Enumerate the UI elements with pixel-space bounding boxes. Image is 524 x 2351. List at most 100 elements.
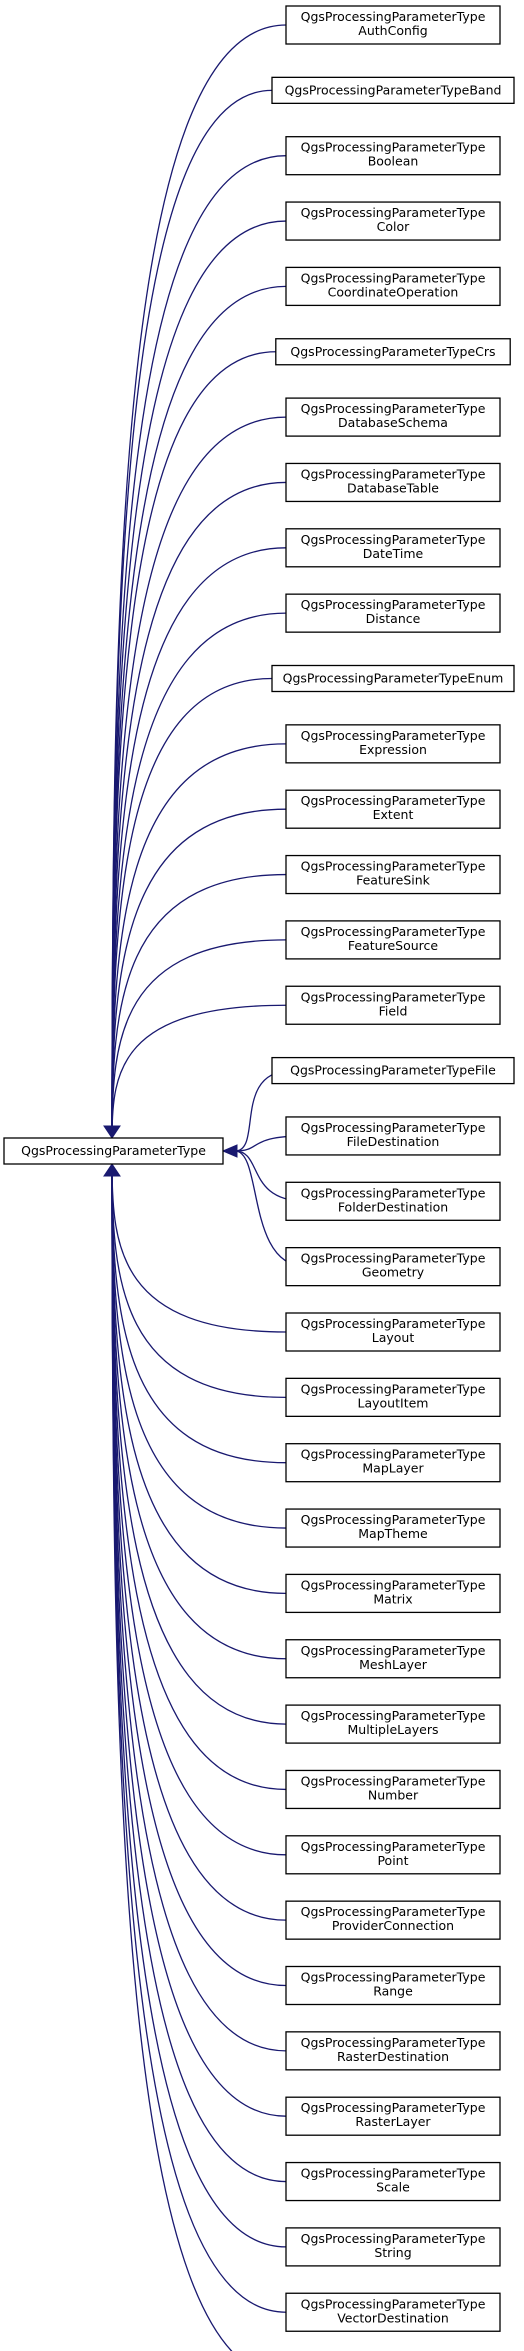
derived-class-node[interactable]: QgsProcessingParameterTypeCrs [275,338,511,366]
inheritance-edge [111,1163,287,1529]
derived-class-box [285,1835,501,1875]
derived-class-box [285,1573,501,1614]
derived-class-label: QgsProcessingParameterType [301,924,486,939]
derived-class-label: QgsProcessingParameterTypeEnum [283,671,504,686]
derived-class-box [285,1704,501,1744]
derived-class-label: QgsProcessingParameterTypeCrs [290,344,495,359]
derived-class-label: Point [377,1853,408,1868]
arrowhead-right [221,1144,238,1158]
derived-class-box [285,528,501,568]
derived-class-node[interactable]: QgsProcessingParameterTypeFile [271,1056,515,1085]
derived-class-label: QgsProcessingParameterType [301,140,486,155]
derived-class-box [285,789,501,829]
derived-class-box [285,1769,501,1810]
derived-class-node[interactable]: QgsProcessingParameterTypeRasterDestinat… [285,2031,501,2071]
derived-class-label: DateTime [363,546,424,561]
derived-class-box [285,2292,501,2332]
derived-class-box [275,338,511,366]
derived-class-box [285,397,501,437]
derived-class-label: Boolean [368,154,419,169]
derived-class-label: QgsProcessingParameterType [301,859,486,874]
derived-class-label: QgsProcessingParameterType [301,2296,486,2311]
derived-class-label: QgsProcessingParameterType [301,1970,486,1985]
derived-class-label: Color [377,219,410,234]
arrowhead-bottom [103,1163,121,1177]
derived-class-label: QgsProcessingParameterType [301,2231,486,2246]
inheritance-edge [111,1004,287,1139]
derived-class-label: QgsProcessingParameterType [301,1839,486,1854]
derived-class-label: QgsProcessingParameterTypeBand [285,82,502,97]
derived-class-box [285,1443,501,1483]
inheritance-edge [111,1163,287,1660]
derived-class-label: QgsProcessingParameterType [301,989,486,1004]
derived-class-label: RasterLayer [355,2114,431,2129]
derived-class-box [285,1900,501,1940]
derived-class-box [285,1247,501,1287]
derived-class-label: Matrix [373,1591,412,1606]
derived-class-label: CoordinateOperation [328,284,459,299]
derived-class-label: QgsProcessingParameterType [301,1773,486,1788]
derived-class-box [285,462,501,503]
derived-class-label: FileDestination [347,1134,440,1149]
derived-class-label: QgsProcessingParameterType [301,728,486,743]
derived-class-node[interactable]: QgsProcessingParameterTypeProviderConnec… [285,1900,501,1940]
derived-class-label: Layout [372,1330,415,1345]
derived-class-label: QgsProcessingParameterType [301,270,486,285]
derived-class-box [285,1639,501,1679]
derived-class-node[interactable]: QgsProcessingParameterTypeFolderDestinat… [285,1181,501,1221]
derived-class-label: QgsProcessingParameterType [301,1708,486,1723]
derived-class-label: QgsProcessingParameterType [301,1251,486,1266]
derived-class-node[interactable]: QgsProcessingParameterTypeBand [271,76,515,104]
derived-class-box [285,1377,501,1417]
derived-class-label: QgsProcessingParameterType [301,1643,486,1658]
derived-class-box [285,136,501,176]
derived-class-label: QgsProcessingParameterType [301,9,486,24]
derived-class-label: QgsProcessingParameterType [301,1904,486,1919]
derived-class-node[interactable]: QgsProcessingParameterTypeEnum [271,664,515,693]
derived-class-box [285,854,501,895]
derived-class-label: VectorDestination [337,2310,449,2325]
derived-class-node[interactable]: QgsProcessingParameterTypeCoordinateOper… [285,266,501,307]
derived-class-box [285,724,501,764]
inheritance-edge [111,89,273,1139]
derived-class-label: QgsProcessingParameterType [301,793,486,808]
derived-class-label: Distance [366,611,421,626]
derived-class-box [285,2227,501,2267]
inheritance-edge [111,1163,287,1595]
derived-class-box [285,1116,501,1156]
base-class-node[interactable]: QgsProcessingParameterType [3,1137,224,1165]
derived-class-node[interactable]: QgsProcessingParameterTypeFileDestinatio… [285,1116,501,1156]
derived-class-box [271,1056,515,1085]
inheritance-edge [111,1163,287,2183]
derived-class-box [285,1312,501,1352]
derived-class-node[interactable]: QgsProcessingParameterTypeVectorDestinat… [285,2292,501,2332]
derived-class-box [285,593,501,633]
